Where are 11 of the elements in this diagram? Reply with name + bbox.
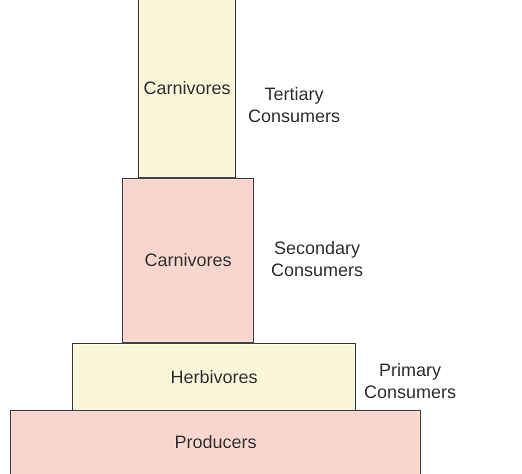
- pyramid-level: [10, 410, 421, 474]
- pyramid-level: [138, 0, 236, 178]
- level-label: Carnivores: [143, 78, 231, 98]
- pyramid-level: [72, 343, 356, 411]
- level-label: Carnivores: [144, 250, 232, 271]
- pyramid-level: [122, 178, 254, 343]
- trophic-level-label: Primary Consumers: [362, 360, 458, 404]
- trophic-level-label: Secondary Consumers: [270, 238, 364, 282]
- level-label: Herbivores: [170, 366, 258, 388]
- trophic-level-label: Tertiary Consumers: [246, 84, 342, 128]
- level-label: Producers: [174, 432, 257, 452]
